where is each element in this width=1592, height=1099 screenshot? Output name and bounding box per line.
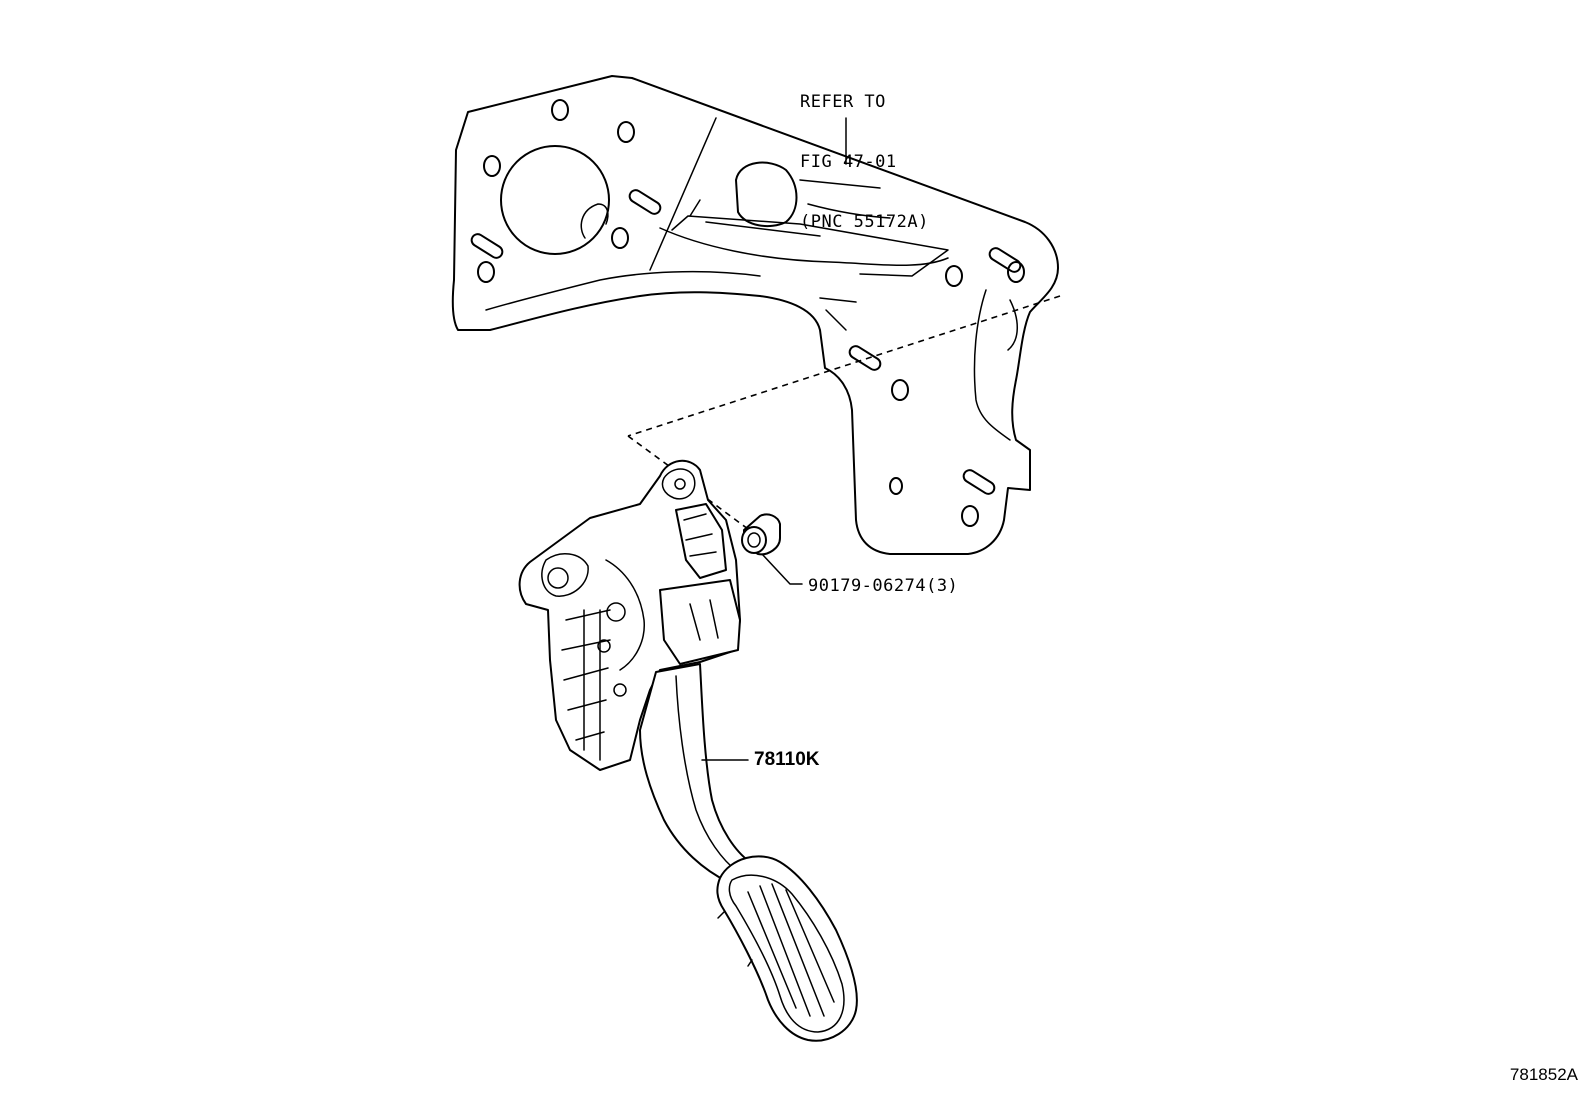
refer-line-2: FIG 47-01	[800, 152, 897, 172]
catalog-code: 781852A	[1509, 1065, 1578, 1084]
refer-to-callout: REFER TO FIG 47-01 (PNC 55172A)	[800, 52, 929, 252]
refer-line-1: REFER TO	[800, 92, 886, 112]
leader-lines	[701, 117, 847, 761]
bushing	[741, 513, 781, 556]
refer-line-3: (PNC 55172A)	[800, 212, 929, 232]
accelerator-pedal-assembly	[518, 460, 858, 1042]
pedal-part-number: 78110K	[754, 749, 820, 770]
pedal-bracket	[451, 75, 1059, 555]
bushing-part-number: 90179-06274(3)	[808, 576, 959, 596]
